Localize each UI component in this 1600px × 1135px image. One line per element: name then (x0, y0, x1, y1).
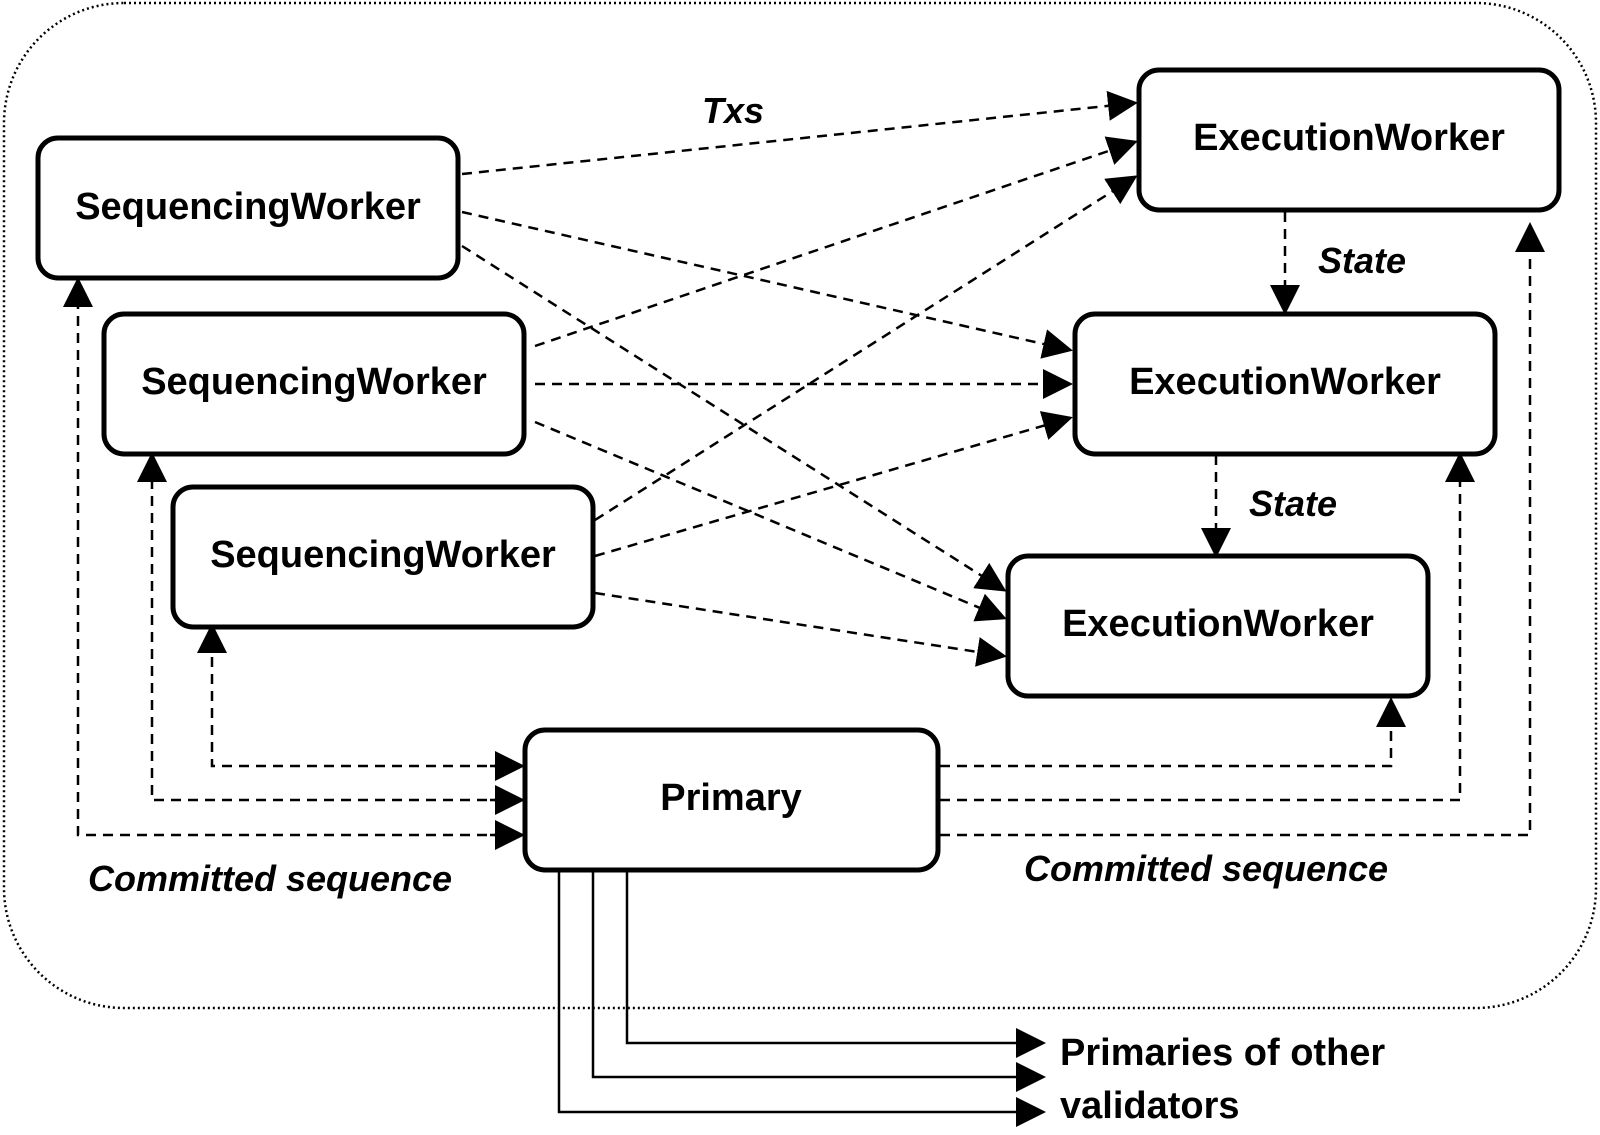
committed-sequence-label-left: Committed sequence (88, 858, 452, 899)
txs-arrow (534, 136, 1138, 348)
broadcast-arrow (591, 870, 1046, 1092)
broadcast-arrow (625, 870, 1046, 1058)
external-label-line2: validators (1060, 1085, 1240, 1127)
primary-to-other-validators (557, 870, 1046, 1127)
committed-sequence-right (940, 222, 1545, 837)
committed-sequence-label-right: Committed sequence (1024, 848, 1388, 889)
execution-worker-3: ExecutionWorker (1005, 553, 1431, 699)
broadcast-arrow (557, 870, 1046, 1127)
txs-arrow (594, 411, 1073, 558)
execution-worker-3-label: ExecutionWorker (1062, 603, 1374, 645)
sequencing-worker-2: SequencingWorker (101, 311, 527, 457)
txs-arrow (461, 244, 1007, 592)
execution-worker-2-label: ExecutionWorker (1129, 361, 1441, 403)
committed-arrow (63, 277, 521, 837)
committed-arrow (940, 222, 1545, 837)
primary-label: Primary (660, 777, 802, 819)
committed-sequence-left (63, 277, 525, 850)
txs-arrow (594, 175, 1138, 522)
txs-arrow (461, 90, 1138, 176)
committed-arrow (940, 452, 1475, 802)
validator-boundary (2, 1, 1598, 1010)
execution-worker-1-label: ExecutionWorker (1193, 117, 1505, 159)
txs-arrows (461, 90, 1138, 667)
sequencing-worker-1-label: SequencingWorker (75, 186, 421, 228)
sequencing-worker-1: SequencingWorker (35, 135, 461, 281)
committed-arrow (137, 452, 521, 802)
execution-worker-1: ExecutionWorker (1136, 67, 1562, 213)
execution-worker-2: ExecutionWorker (1072, 311, 1498, 457)
state-label-top: State (1318, 240, 1406, 281)
txs-arrow (534, 420, 1007, 622)
external-label-line1: Primaries of other (1060, 1032, 1385, 1074)
txs-arrow (594, 591, 1007, 667)
state-label-bottom: State (1249, 483, 1337, 524)
sequencing-worker-3-label: SequencingWorker (210, 534, 556, 576)
committed-arrow (940, 697, 1406, 768)
committed-arrow (197, 623, 521, 768)
sequencing-worker-2-label: SequencingWorker (141, 361, 487, 403)
txs-arrow (461, 210, 1073, 359)
primary: Primary (522, 727, 941, 873)
txs-label: Txs (702, 90, 764, 131)
sequencing-worker-3: SequencingWorker (170, 484, 596, 630)
